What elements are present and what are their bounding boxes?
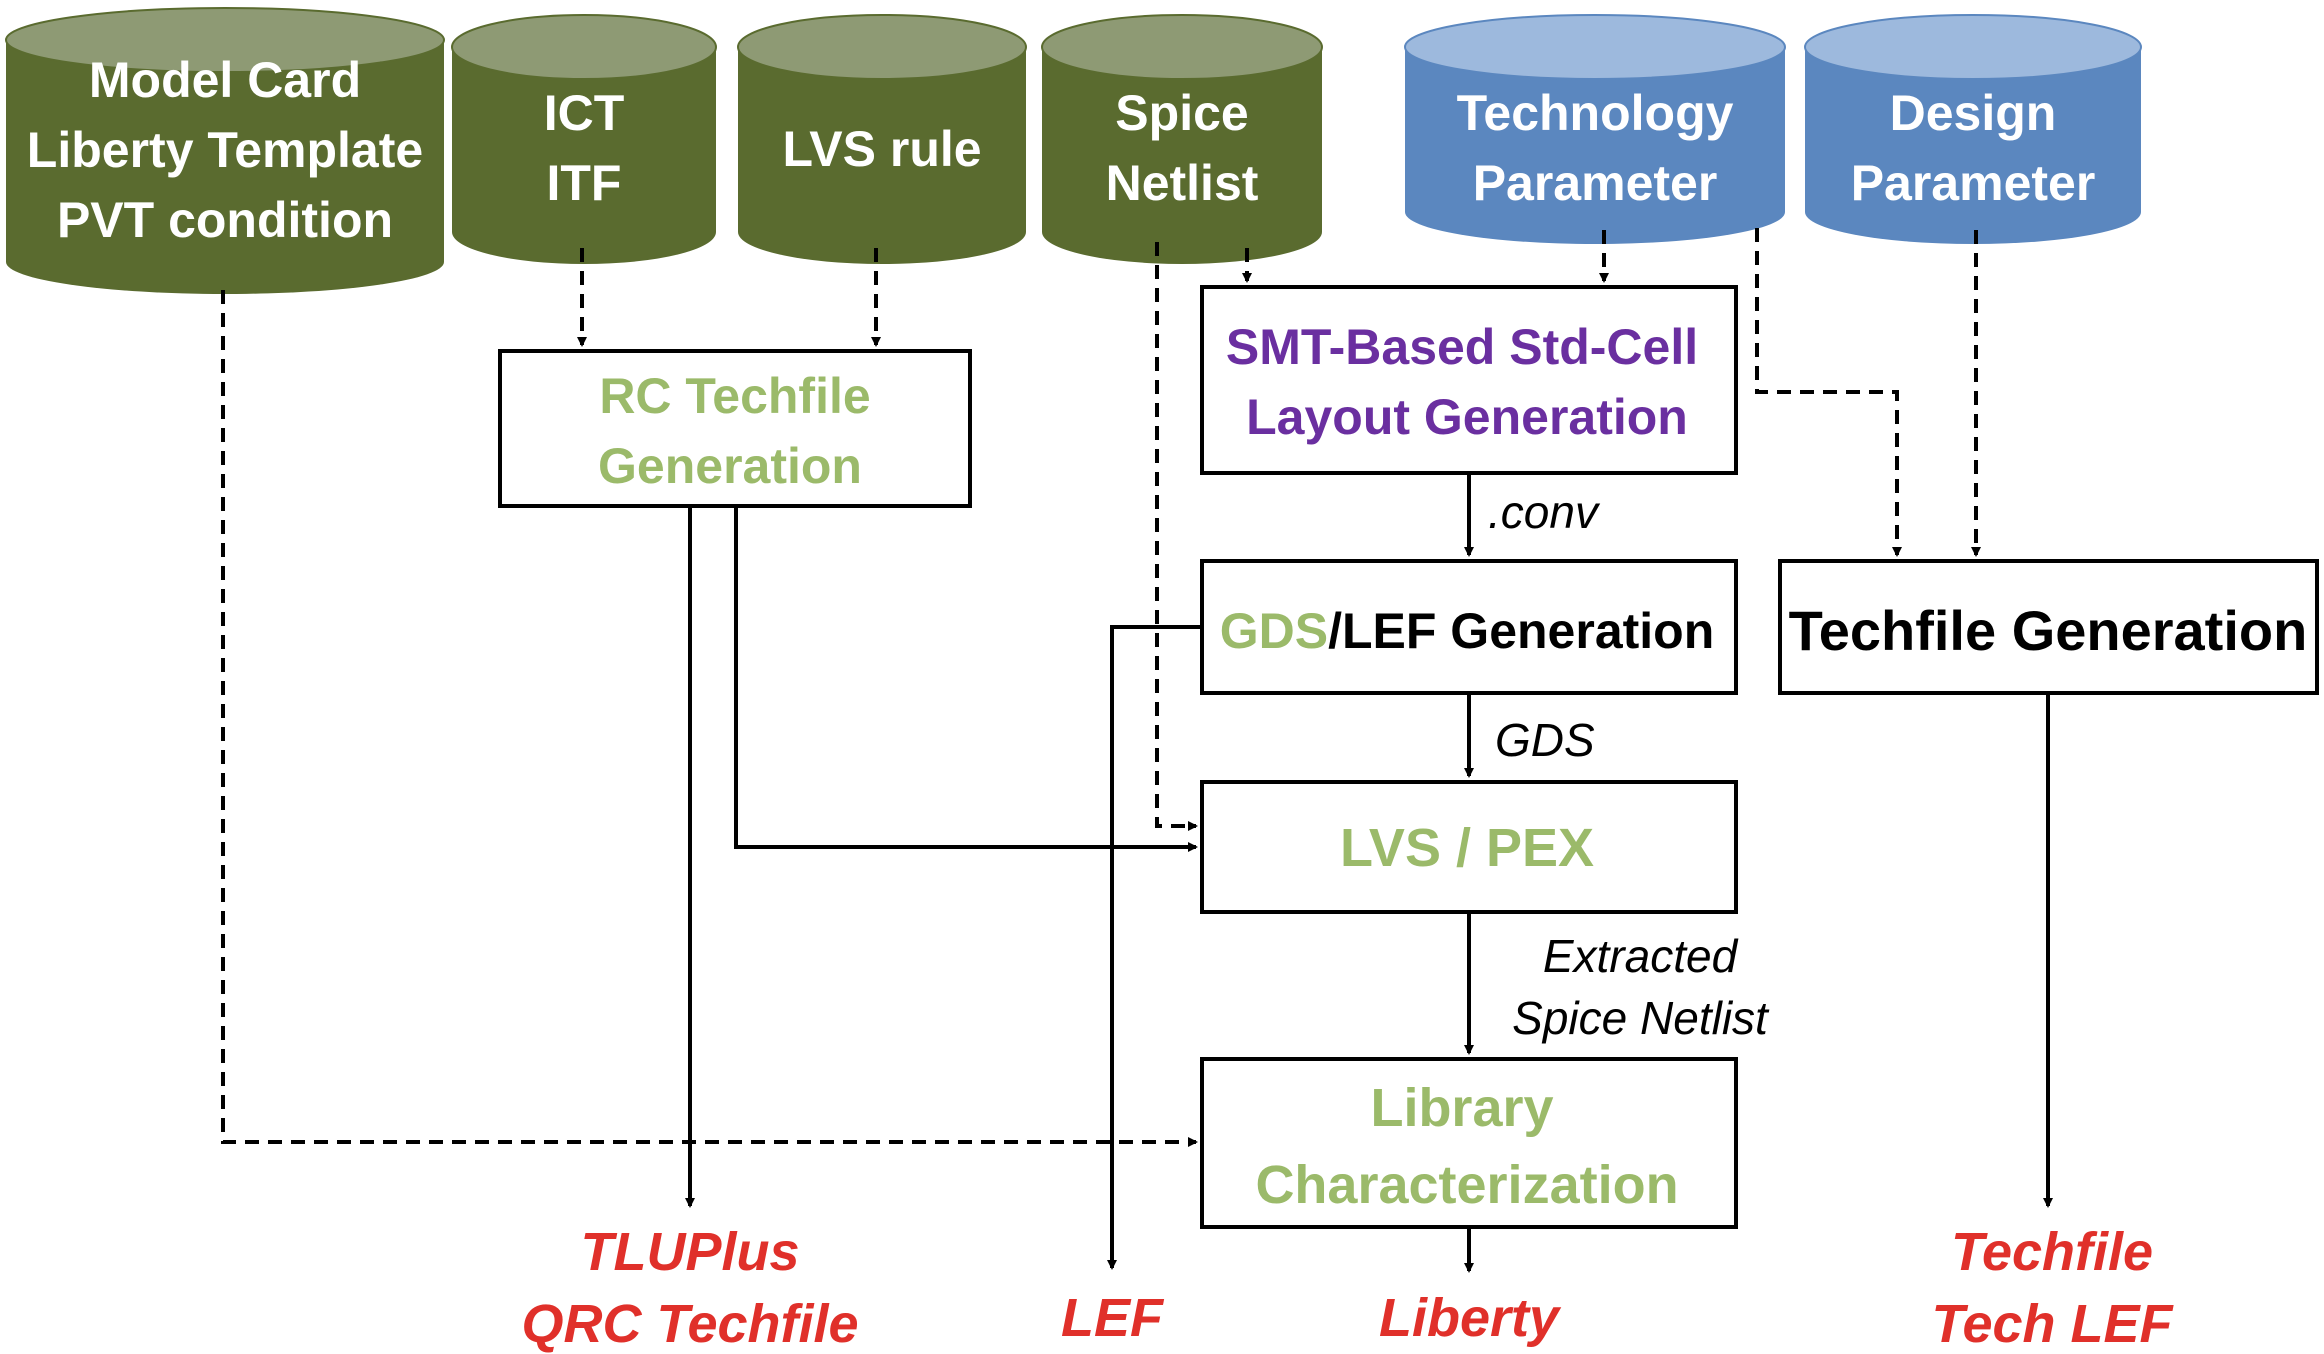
- box-gds-lef: GDS/LEF Generation: [1200, 559, 1738, 695]
- rc-techfile-line1: RC Techfile: [599, 368, 870, 424]
- rc-techfile-line2: Generation: [598, 438, 862, 494]
- output-tluplus: TLUPlus: [580, 1222, 799, 1282]
- library-char-line2: Characterization: [1255, 1155, 1678, 1215]
- gds-lef-part2: /LEF Generation: [1328, 603, 1714, 659]
- db-technology-line1: Technology: [1457, 85, 1734, 141]
- db-model-card-line2: Liberty Template: [27, 122, 423, 178]
- arrow-model-to-library: [221, 290, 1198, 1147]
- db-model-card: Model Card Liberty Template PVT conditio…: [5, 7, 445, 294]
- arrow-rc-to-lvs: [734, 506, 1198, 852]
- lvs-pex-label: LVS / PEX: [1340, 818, 1594, 878]
- box-smt-layout: SMT-Based Std-Cell Layout Generation: [1200, 285, 1738, 475]
- edge-label-conv: .conv: [1488, 486, 1601, 538]
- db-technology-line2: Parameter: [1473, 155, 1718, 211]
- db-ict-label: ICT: [544, 85, 625, 141]
- library-char-line1: Library: [1370, 1078, 1553, 1138]
- db-spice-label: Spice: [1115, 85, 1248, 141]
- db-spice-netlist: Spice Netlist: [1041, 14, 1323, 264]
- output-qrc-techfile: QRC Techfile: [521, 1294, 858, 1354]
- output-liberty: Liberty: [1379, 1288, 1562, 1348]
- smt-layout-line1: SMT-Based Std-Cell: [1226, 319, 1698, 375]
- db-ict-itf: ICT ITF: [451, 14, 717, 264]
- edge-label-extracted-line2: Spice Netlist: [1512, 992, 1770, 1044]
- db-itf-label: ITF: [547, 155, 622, 211]
- db-model-card-line1: Model Card: [89, 52, 361, 108]
- solid-connectors: [685, 473, 2053, 1273]
- arrow-tech-to-techfile: [1755, 228, 1902, 557]
- db-design-parameter: Design Parameter: [1804, 14, 2142, 244]
- output-tech-lef: Tech LEF: [1931, 1294, 2174, 1354]
- db-model-card-line3: PVT condition: [57, 192, 393, 248]
- gds-lef-label: GDS/LEF Generation: [1220, 603, 1715, 659]
- db-netlist-label: Netlist: [1106, 155, 1259, 211]
- box-techfile-gen: Techfile Generation: [1778, 559, 2319, 695]
- edge-label-gds: GDS: [1495, 714, 1595, 766]
- gds-lef-part1: GDS: [1220, 603, 1328, 659]
- db-design-line2: Parameter: [1851, 155, 2096, 211]
- db-lvs-rule: LVS rule: [737, 14, 1027, 264]
- db-lvs-rule-label: LVS rule: [782, 121, 981, 177]
- arrow-spice-to-lvs: [1155, 242, 1198, 831]
- dashed-connectors: [221, 228, 1981, 1147]
- box-library-char: Library Characterization: [1200, 1057, 1738, 1229]
- output-lef: LEF: [1061, 1288, 1165, 1348]
- box-rc-techfile: RC Techfile Generation: [498, 349, 972, 508]
- edge-label-extracted-line1: Extracted: [1543, 930, 1739, 982]
- outputs: TLUPlus QRC Techfile LEF Liberty Techfil…: [521, 1222, 2174, 1354]
- arrow-gds-to-lef: [1107, 625, 1202, 1270]
- db-design-line1: Design: [1890, 85, 2057, 141]
- db-technology-parameter: Technology Parameter: [1404, 14, 1786, 244]
- box-lvs-pex: LVS / PEX: [1200, 780, 1738, 914]
- smt-layout-line2: Layout Generation: [1246, 389, 1688, 445]
- output-techfile: Techfile: [1951, 1222, 2153, 1282]
- techfile-gen-label: Techfile Generation: [1789, 599, 2308, 662]
